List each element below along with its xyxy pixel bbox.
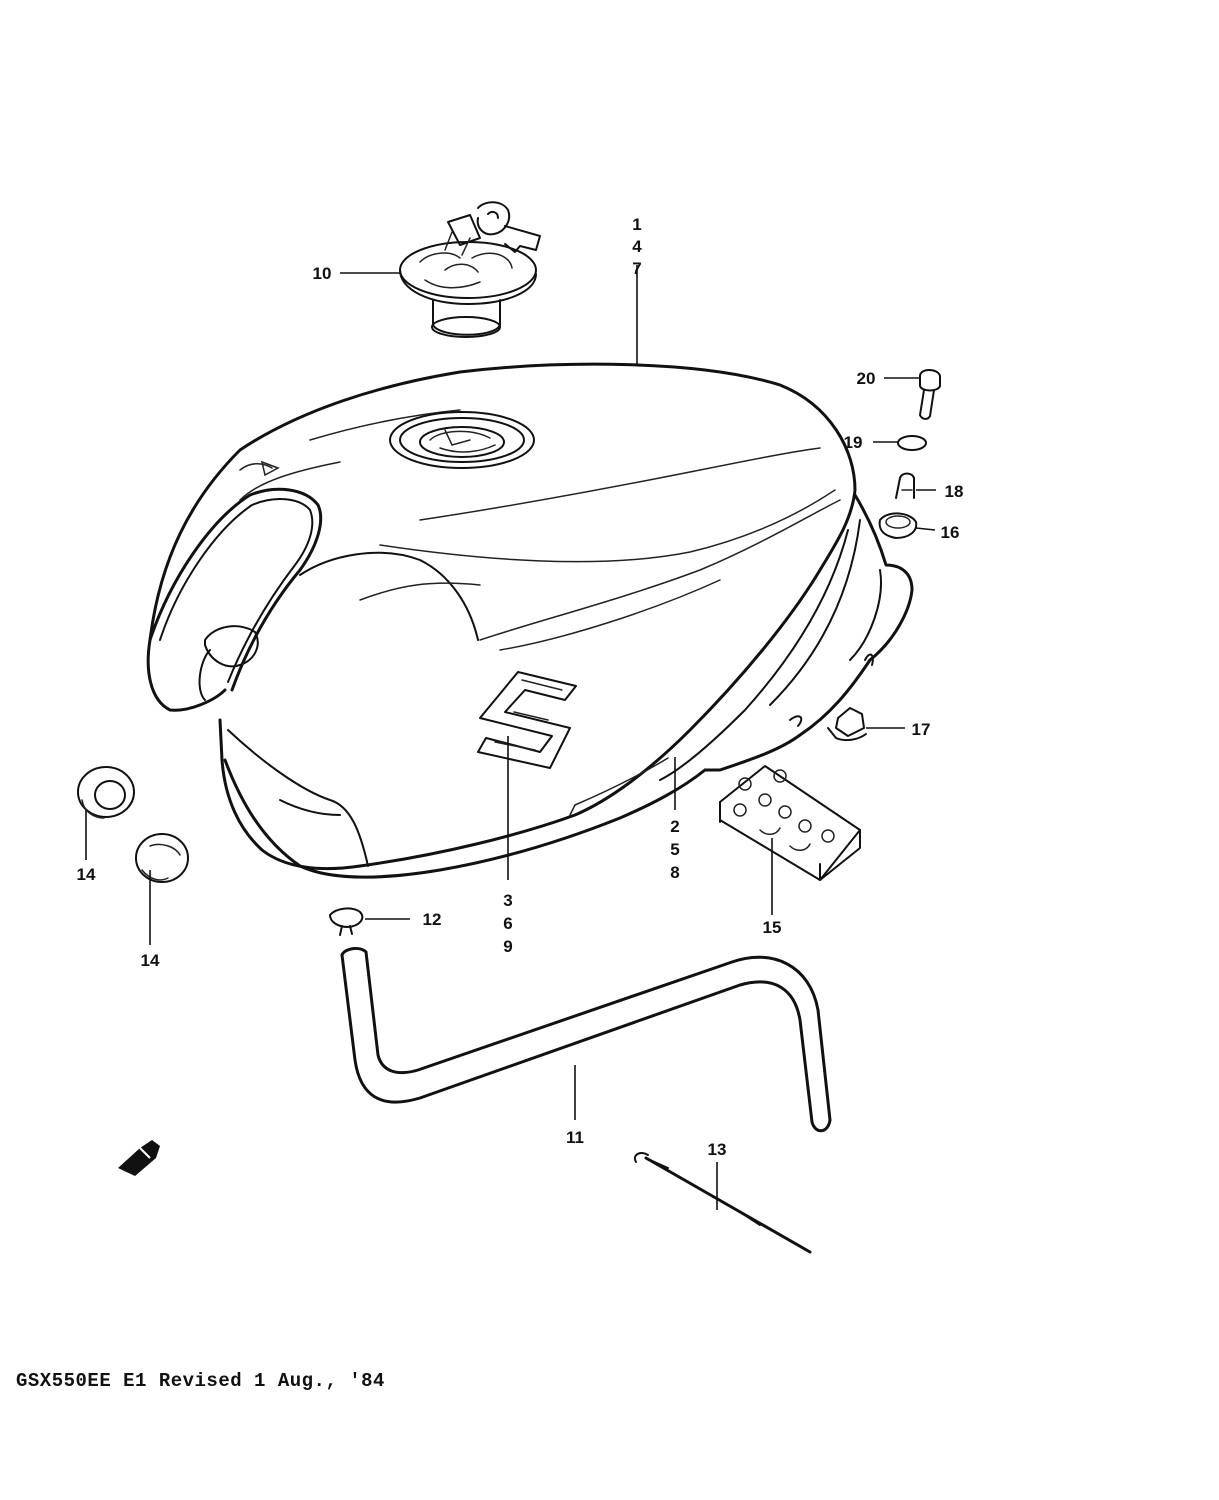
callout-2-5-8: 2 5 8: [670, 817, 679, 882]
clip: [895, 472, 915, 499]
callout-12: 12: [423, 910, 442, 929]
diagram-caption: GSX550EE E1 Revised 1 Aug., '84: [16, 1370, 385, 1392]
callout-19: 19: [844, 433, 863, 452]
callout-18: 18: [945, 482, 964, 501]
callout-1: 1: [632, 215, 641, 234]
callout-17: 17: [912, 720, 931, 739]
callout-16: 16: [941, 523, 960, 542]
callout-3: 3: [503, 891, 512, 910]
washer: [897, 435, 927, 451]
callout-8: 8: [670, 863, 679, 882]
drain-rod: [634, 1152, 812, 1254]
callout-2: 2: [670, 817, 679, 836]
callout-14-a: 14: [77, 865, 96, 884]
cushion-b: [135, 833, 189, 883]
callout-6: 6: [503, 914, 512, 933]
callout-3-6-9: 3 6 9: [503, 891, 512, 956]
bolt: [919, 369, 941, 420]
leader-lines: [85, 265, 936, 1210]
fuel-tank: [146, 362, 914, 879]
suzuki-emblem: [477, 671, 577, 769]
fuel-cap: [399, 201, 541, 338]
hose-clamp: [329, 907, 364, 936]
nut: [827, 707, 867, 742]
fuel-hose: [340, 946, 832, 1133]
cushion-16: [878, 512, 918, 539]
damper-block: [719, 765, 861, 881]
callout-13: 13: [708, 1140, 727, 1159]
callout-20: 20: [857, 369, 876, 388]
callout-15: 15: [763, 918, 782, 937]
callout-1-4-7: 1 4 7: [632, 215, 642, 278]
callout-11: 11: [566, 1128, 584, 1147]
callout-4: 4: [632, 237, 642, 256]
callout-7: 7: [632, 259, 641, 278]
callout-9: 9: [503, 937, 512, 956]
callout-10: 10: [313, 264, 332, 283]
cushion-a: [77, 766, 135, 819]
callout-5: 5: [670, 840, 679, 859]
front-arrow-icon: [118, 1140, 160, 1176]
callout-14-b: 14: [141, 951, 160, 970]
